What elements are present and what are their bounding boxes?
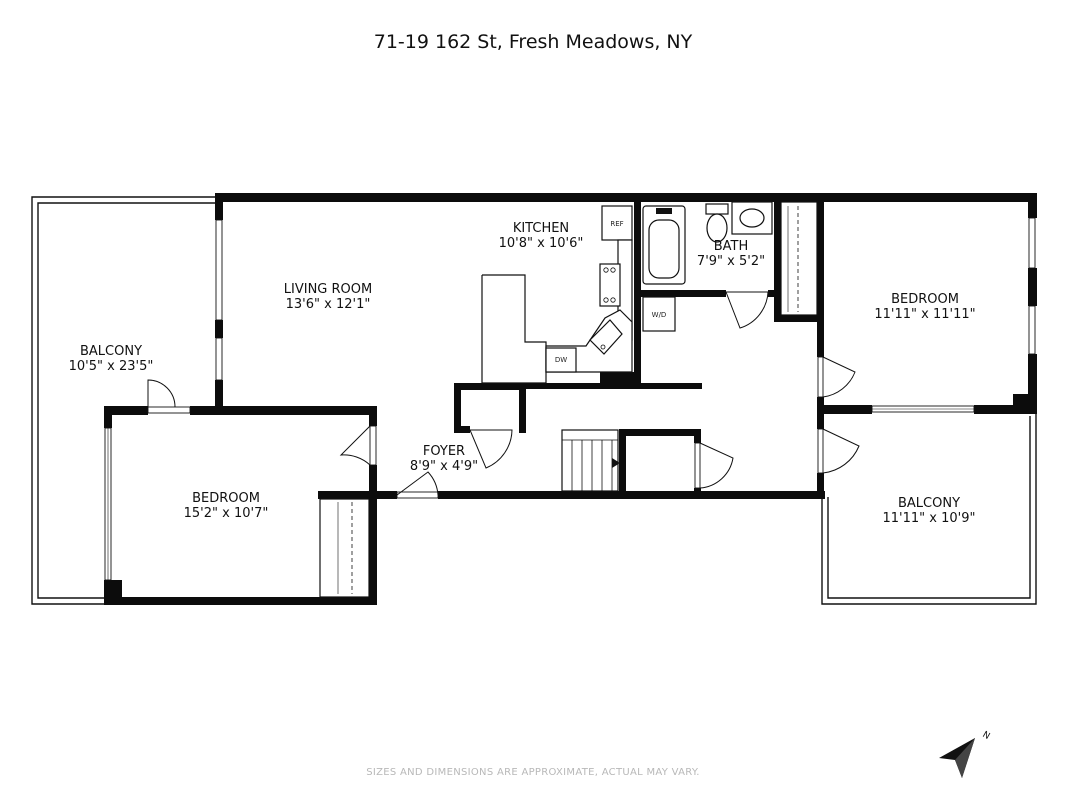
bedroom-east-name: BEDROOM [891,292,959,307]
room-labels: KITCHEN 10'8" x 10'6" LIVING ROOM 13'6" … [69,221,976,526]
balcony-east-outline [821,412,1037,605]
bedroom-east-size: 11'11" x 11'11" [874,307,975,322]
kitchen-fixtures: REF DW [481,205,633,384]
doors [147,291,860,499]
compass-label: N [981,730,992,742]
closet-shelving [319,201,818,598]
dishwasher-label: DW [555,356,567,364]
windows [104,217,1036,581]
foyer-name: FOYER [423,444,465,459]
balcony-east-size: 11'11" x 10'9" [883,511,976,526]
balcony-east-name: BALCONY [898,496,960,511]
living-room-size: 13'6" x 12'1" [286,297,371,312]
balcony-west-outline [31,196,215,605]
bath-fixtures: W/D [642,201,773,332]
refrigerator-label: REF [610,220,623,228]
balcony-west-size: 10'5" x 23'5" [69,359,154,374]
living-room-name: LIVING ROOM [284,282,372,297]
balcony-west-name: BALCONY [80,344,142,359]
washer-dryer-label: W/D [652,311,667,319]
disclaimer-text: SIZES AND DIMENSIONS ARE APPROXIMATE, AC… [366,767,700,778]
bedroom-west-size: 15'2" x 10'7" [184,506,269,521]
bedroom-west-name: BEDROOM [192,491,260,506]
foyer-size: 8'9" x 4'9" [410,459,478,474]
walls [104,193,1037,605]
address-title: 71-19 162 St, Fresh Meadows, NY [374,31,693,53]
kitchen-size: 10'8" x 10'6" [499,236,584,251]
stairs [561,429,620,492]
kitchen-name: KITCHEN [513,221,569,236]
north-compass-icon: N [939,730,991,778]
bath-size: 7'9" x 5'2" [697,254,765,269]
bath-name: BATH [714,239,749,254]
